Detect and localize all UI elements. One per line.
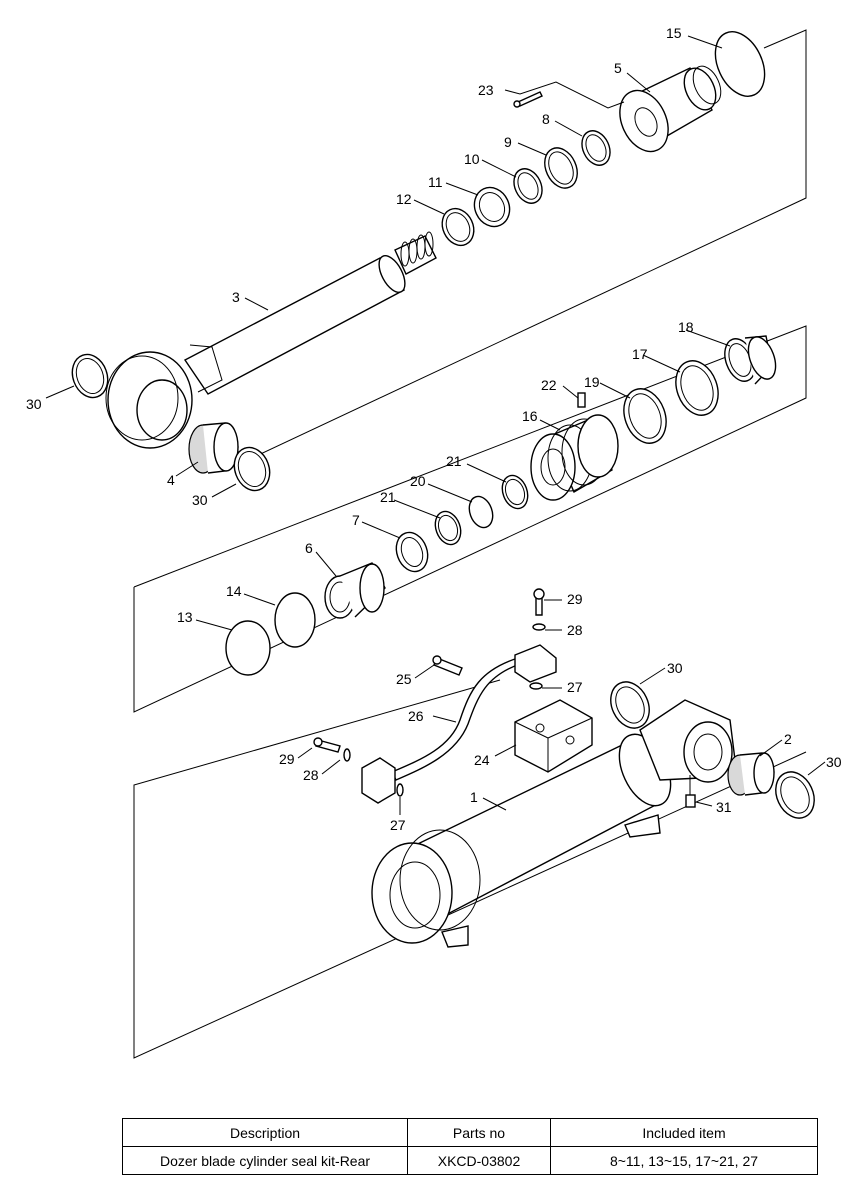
screw-23	[513, 91, 543, 108]
callout-2: 2	[784, 731, 792, 747]
callout-11: 11	[428, 174, 443, 190]
callout-25: 25	[396, 671, 412, 687]
callout-21-a: 21	[446, 453, 462, 469]
leader-lines	[45, 35, 826, 815]
callout-30-a: 30	[26, 396, 42, 412]
bushing-4	[188, 422, 239, 474]
callout-23: 23	[478, 82, 494, 98]
o-ring-15	[714, 31, 766, 97]
callout-30-b: 30	[192, 492, 208, 508]
callout-30-c: 30	[667, 660, 683, 676]
grease-nipple-31	[685, 775, 696, 808]
set-screw-22	[577, 392, 586, 408]
cell-parts-no: XKCD-03802	[407, 1146, 551, 1175]
callout-5: 5	[614, 60, 622, 76]
callout-20: 20	[410, 473, 426, 489]
callout-4: 4	[167, 472, 175, 488]
callout-15: 15	[666, 25, 682, 41]
bolts-25-29	[313, 588, 546, 762]
piston-16	[530, 414, 619, 501]
dust-seals-30-bottom	[610, 681, 815, 819]
exploded-cylinder-diagram: 15 5 23 8 9 10 11 12 3 30 4 30 18 17 19 …	[26, 25, 842, 1059]
callout-8: 8	[542, 111, 550, 127]
callout-24: 24	[474, 752, 490, 768]
header-parts-no: Parts no	[407, 1118, 551, 1147]
callout-7: 7	[352, 512, 360, 528]
rod-panel-outline	[236, 29, 807, 466]
callout-27-a: 27	[567, 679, 583, 695]
callout-26: 26	[408, 708, 424, 724]
piston-panel-outline	[133, 325, 807, 713]
flange-blocks	[361, 644, 557, 804]
o-rings-27	[396, 682, 543, 797]
header-description: Description	[122, 1118, 408, 1147]
callout-9: 9	[504, 134, 512, 150]
callout-27-b: 27	[390, 817, 406, 833]
block-24	[514, 699, 593, 773]
piston-rings	[623, 360, 719, 444]
callout-28-b: 28	[303, 767, 319, 783]
callout-28-a: 28	[567, 622, 583, 638]
callout-1: 1	[470, 789, 478, 805]
callout-31: 31	[716, 799, 732, 815]
callout-16: 16	[522, 408, 538, 424]
callout-10: 10	[464, 151, 480, 167]
callout-6: 6	[305, 540, 313, 556]
table-row: Dozer blade cylinder seal kit-Rear XKCD-…	[122, 1146, 818, 1175]
bushing-6	[324, 562, 386, 619]
callout-29-a: 29	[567, 591, 583, 607]
dust-seals-30-top	[71, 353, 271, 492]
callout-21-b: 21	[380, 489, 396, 505]
callout-17: 17	[632, 346, 648, 362]
seal-kit-table: Description Parts no Included item Dozer…	[122, 1118, 818, 1175]
header-included-item: Included item	[550, 1118, 818, 1147]
table-header-row: Description Parts no Included item	[122, 1118, 818, 1147]
callout-13: 13	[177, 609, 193, 625]
callout-3: 3	[232, 289, 240, 305]
cell-included-item: 8~11, 13~15, 17~21, 27	[550, 1146, 818, 1175]
callout-14: 14	[226, 583, 242, 599]
callout-18: 18	[678, 319, 694, 335]
bushing-2	[727, 752, 775, 796]
cell-description: Dozer blade cylinder seal kit-Rear	[122, 1146, 408, 1175]
callout-22: 22	[541, 377, 557, 393]
o-ring-13	[225, 620, 271, 676]
piston-rod	[105, 231, 437, 449]
callout-12: 12	[396, 191, 412, 207]
tube-panel-outline	[133, 679, 807, 1059]
o-ring-14	[274, 592, 316, 648]
callout-labels: 15 5 23 8 9 10 11 12 3 30 4 30 18 17 19 …	[26, 25, 842, 833]
rod-cover-5	[619, 65, 722, 153]
callout-19: 19	[584, 374, 600, 390]
wear-ring-18	[724, 335, 777, 385]
callout-30-d: 30	[826, 754, 842, 770]
rod-seals	[441, 130, 611, 247]
callout-29-b: 29	[279, 751, 295, 767]
piston-seals	[395, 474, 529, 573]
